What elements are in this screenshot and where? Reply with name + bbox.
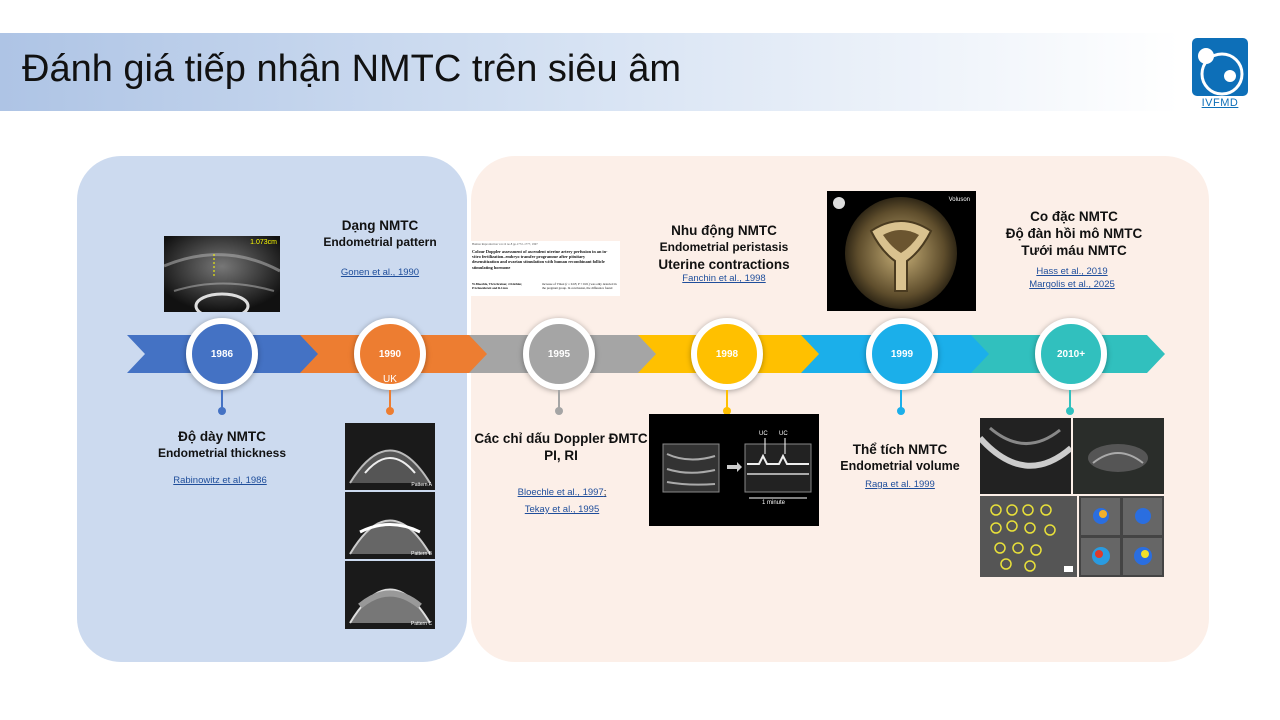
time-scale-label: 1 minute: [762, 500, 786, 506]
reference-link-1990[interactable]: Gonen et al., 1990: [340, 267, 420, 278]
connector-dot-2010: [1066, 407, 1074, 415]
milestone-label-2010: Co đặc NMTC Độ đàn hồi mô NMTC Tưới máu …: [1005, 209, 1143, 258]
pattern-c-image: Pattern C: [345, 561, 435, 629]
voluson-3d-image: Voluson: [827, 191, 976, 311]
milestone-1999: 1999: [866, 318, 938, 390]
uc-mark-1: UC: [759, 431, 768, 437]
milestone-year: 1998: [715, 348, 739, 360]
reference-link-1998[interactable]: Fanchin et al., 1998: [682, 273, 766, 284]
logo-icon: [1198, 48, 1244, 96]
reference-links-1995: Bloechle et al., 1997; Tekay et al., 199…: [517, 487, 607, 515]
reference-link[interactable]: Bloechle et al., 1997: [517, 487, 604, 498]
milestone-year: 1986: [210, 348, 234, 360]
milestone-2010-plus: 2010+: [1035, 318, 1107, 390]
reference-link-1999[interactable]: Raga et al. 1999: [865, 479, 935, 490]
page-title: Đánh giá tiếp nhận NMTC trên siêu âm: [22, 48, 681, 90]
pattern-b-image: Pattern B: [345, 492, 435, 559]
logo-text: IVFMD: [1201, 97, 1239, 109]
reference-link-1986[interactable]: Rabinowitz et al, 1986: [173, 475, 267, 486]
milestone-year: 1999: [890, 348, 914, 360]
elastography-image: [1073, 418, 1164, 494]
milestone-label-1998: Nhu động NMTC Endometrial peristasis Ute…: [658, 223, 790, 272]
peristalsis-mmode-image: UC UC 1 minute: [649, 414, 819, 526]
milestone-1990: 1990: [354, 318, 426, 390]
milestone-label-1995: Các chỉ dấu Doppler ĐMTC PI, RI: [474, 431, 648, 463]
connector-dot-1995: [555, 407, 563, 415]
uc-mark-2: UC: [779, 431, 788, 437]
connector-dot-1998: [723, 407, 731, 415]
connector-stem-1990: [389, 390, 391, 410]
advanced-imaging-collage: [980, 418, 1164, 577]
milestone-year: 1990: [378, 348, 402, 360]
connector-stem-2010: [1069, 390, 1071, 410]
pattern-a-image: Pattern A: [345, 423, 435, 490]
milestone-1998: 1998: [691, 318, 763, 390]
milestone-label-1999: Thể tích NMTC Endometrial volume: [840, 442, 960, 473]
connector-stem-1986: [221, 390, 223, 410]
connector-stem-1998: [726, 390, 728, 410]
follicle-markers-image: [980, 496, 1077, 577]
connector-dot-1999: [897, 407, 905, 415]
reference-link[interactable]: Margolis et al., 2025: [1029, 279, 1115, 290]
reference-link[interactable]: Hass et al., 2019: [1036, 266, 1108, 277]
compaction-image: [980, 418, 1071, 494]
ivfmd-logo: [1192, 38, 1248, 96]
connector-stem-1999: [900, 390, 902, 410]
connector-stem-1995: [558, 390, 560, 410]
endometrial-pattern-images: Pattern A Pattern B Pattern C: [345, 423, 435, 629]
milestone-label-1990: Dạng NMTC Endometrial pattern: [323, 218, 437, 249]
paper-excerpt-image: Human Reproduction vol.12 no.8 pp.1772–1…: [470, 241, 620, 296]
measurement-readout: 1.073cm: [250, 239, 277, 246]
ultrasound-image-1986: 1.073cm: [164, 236, 280, 312]
perfusion-doppler-image: [1079, 496, 1164, 577]
voluson-brand: Voluson: [948, 197, 970, 203]
reference-link[interactable]: Tekay et al., 1995: [524, 504, 600, 515]
connector-dot-1986: [218, 407, 226, 415]
milestone-label-1986: Độ dày NMTC Endometrial thickness: [157, 429, 287, 460]
milestone-year: 1995: [547, 348, 571, 360]
reference-links-2010: Hass et al., 2019 Margolis et al., 2025: [972, 265, 1172, 291]
milestone-year: 2010+: [1056, 348, 1086, 360]
milestone-1995: 1995: [523, 318, 595, 390]
country-note: UK: [383, 374, 397, 385]
connector-dot-1990: [386, 407, 394, 415]
milestone-1986: 1986: [186, 318, 258, 390]
title-bar: [0, 33, 1180, 111]
